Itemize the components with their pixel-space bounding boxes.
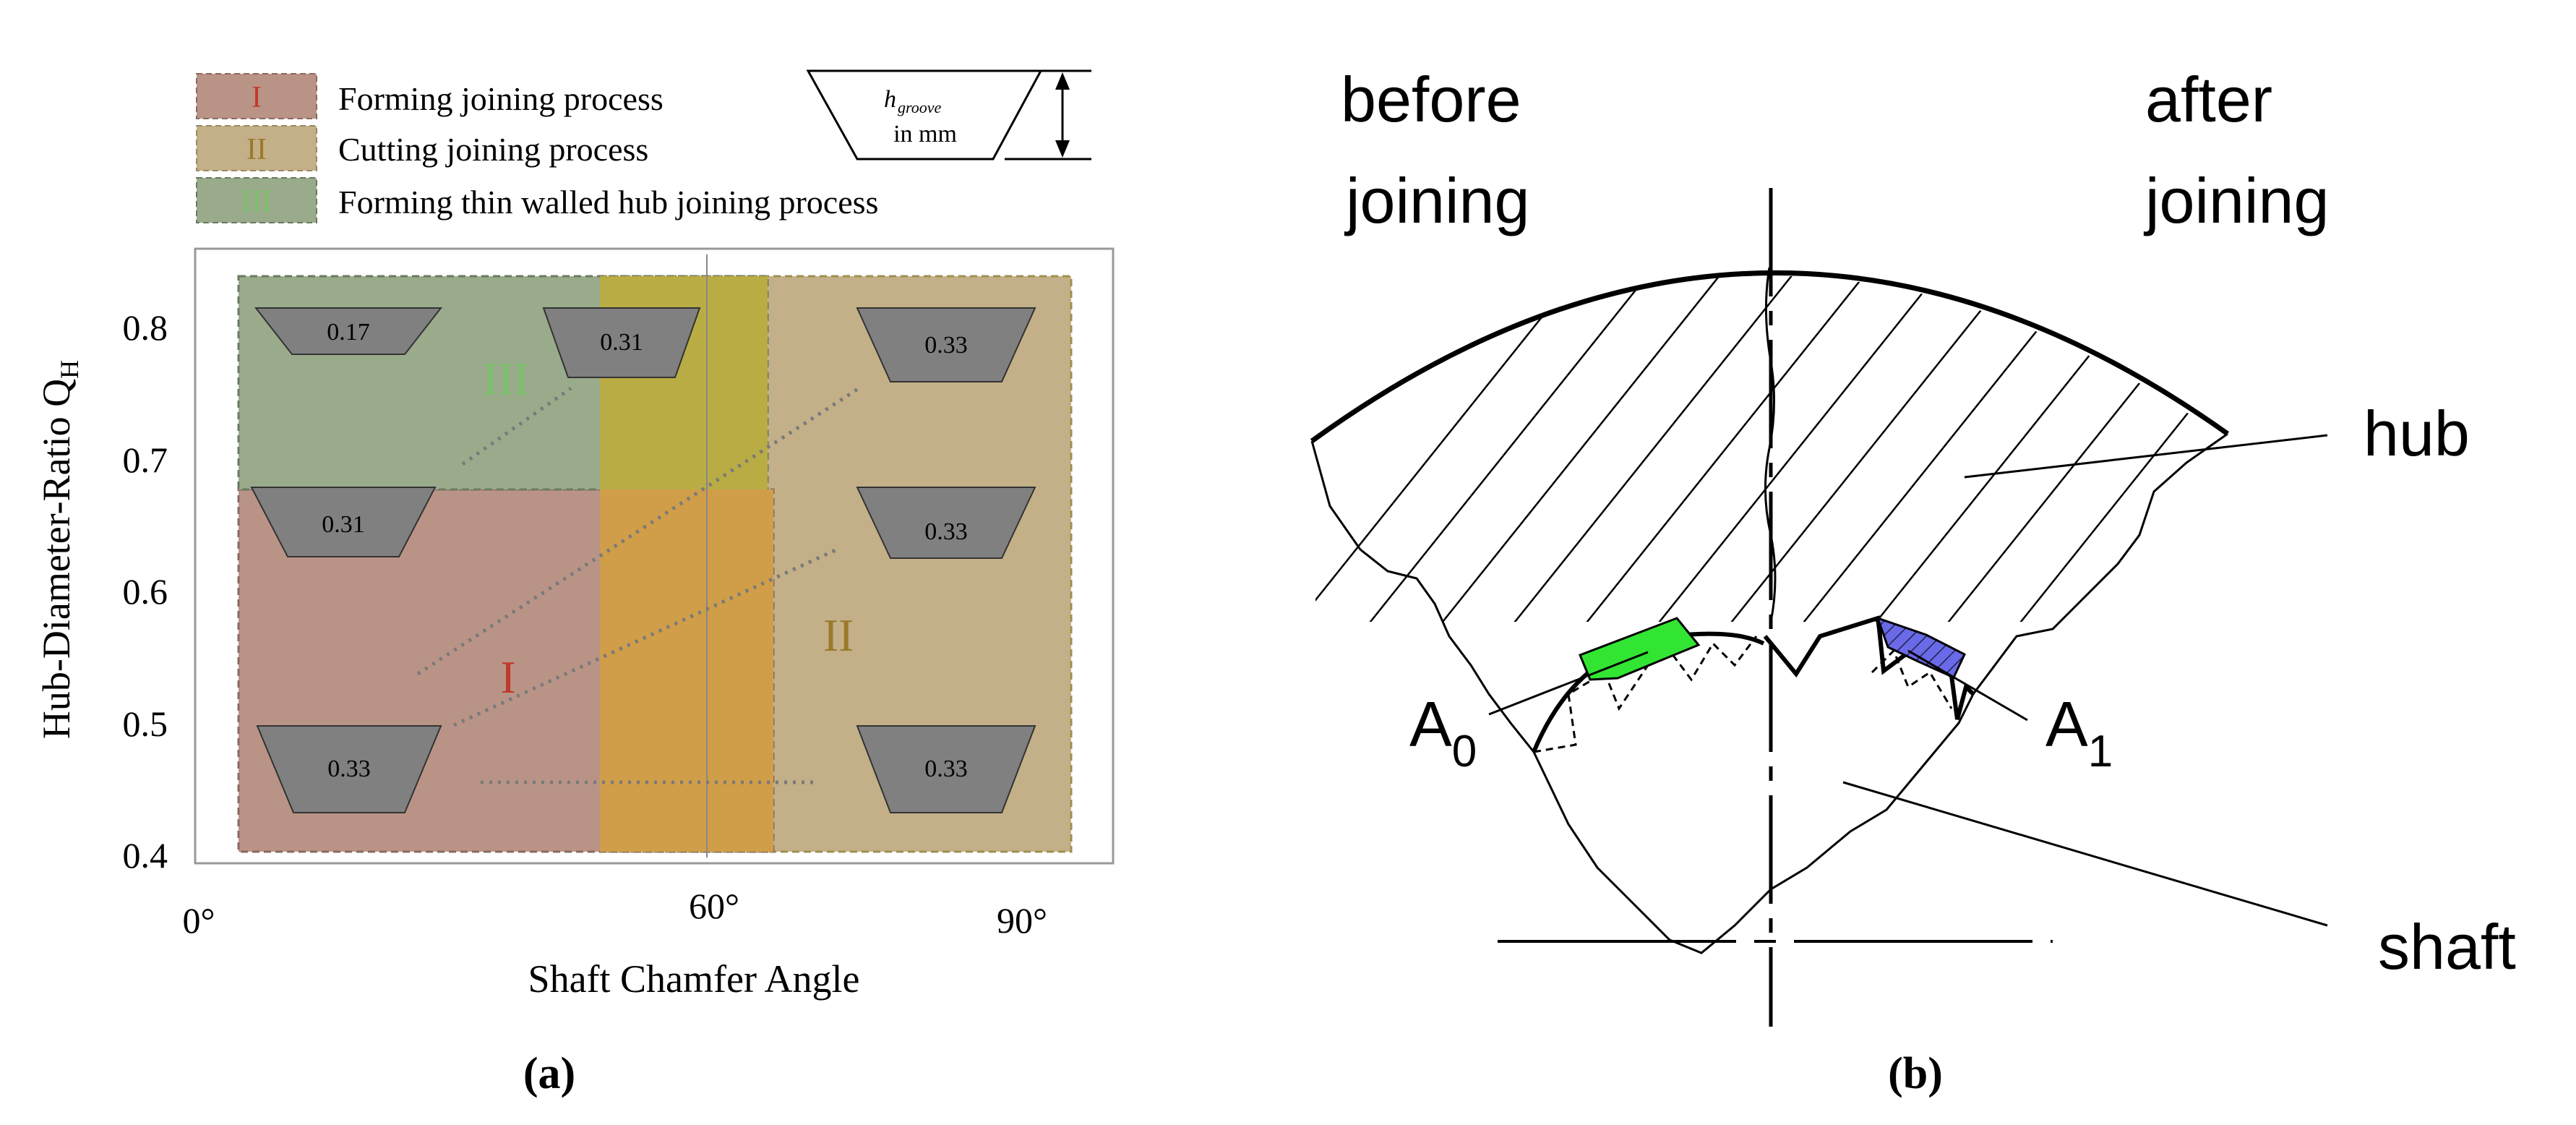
- label-shaft: shaft: [2378, 911, 2516, 983]
- leader-A1: [1907, 649, 2028, 722]
- leader-shaft: [1842, 781, 2328, 927]
- groove-marker: 0.17: [254, 307, 443, 355]
- leader-hub: [1964, 434, 2328, 479]
- label-A1-main: A: [2045, 688, 2088, 760]
- label-A0: A0: [1409, 688, 1477, 777]
- groove-value: 0.33: [924, 332, 968, 359]
- trend-lines: [416, 385, 862, 784]
- x-ticks: 0° 60° 90°: [183, 886, 1048, 941]
- label-A1: A1: [2045, 688, 2113, 777]
- label-after-2: joining: [2143, 165, 2329, 236]
- label-A0-main: A: [1409, 688, 1452, 760]
- shaft-break: [1532, 693, 1975, 954]
- groove-marker: 0.33: [856, 487, 1036, 559]
- legend-label-I: Forming joining process: [338, 80, 664, 117]
- label-hub: hub: [2364, 398, 2470, 469]
- groove-marker: 0.33: [856, 307, 1036, 382]
- groove-value: 0.17: [327, 319, 370, 346]
- region-label-III: III: [483, 353, 529, 404]
- legend-swatch-I: [196, 73, 317, 119]
- legend-roman-II: II: [246, 133, 267, 166]
- legend-label-III: Forming thin walled hub joining process: [338, 184, 878, 221]
- label-A1-sub: 1: [2088, 727, 2113, 777]
- region-label-II: II: [823, 609, 854, 661]
- legend-swatch-III: [196, 177, 317, 223]
- groove-marker: 0.31: [542, 307, 701, 378]
- legend-roman-I: I: [252, 81, 262, 114]
- x-tick-label: 90°: [997, 900, 1047, 941]
- label-A0-sub: 0: [1452, 727, 1477, 777]
- groove-value: 0.31: [322, 511, 365, 538]
- panel-a: I Forming joining process II Cutting joi…: [35, 69, 1115, 1098]
- label-before-1: before: [1341, 64, 1521, 135]
- groove-marker: 0.33: [856, 725, 1036, 813]
- A1-hatch: [1878, 618, 1965, 677]
- y-tick-label: 0.6: [123, 571, 168, 612]
- y-axis-title-sub: H: [55, 360, 84, 379]
- y-ticks: 0.8 0.7 0.6 0.5 0.4: [123, 307, 168, 876]
- overlap-I-II: [600, 489, 773, 852]
- y-axis-title: Hub-Diameter-Ratio QH: [35, 360, 84, 739]
- groove-marker: 0.31: [250, 487, 437, 557]
- hub-hatching: [1315, 275, 2226, 622]
- shaft-mask: [1537, 627, 1980, 1012]
- groove-value: 0.33: [327, 756, 371, 782]
- x-tick-label: 0°: [183, 900, 215, 941]
- groove-symbol-unit: in mm: [893, 121, 957, 147]
- legend-roman-III: III: [241, 185, 272, 218]
- legend-label-II: Cutting joining process: [338, 131, 648, 168]
- panel-b: before joining after joining hub shaft A…: [1310, 64, 2516, 1098]
- x-tick-label: 60°: [689, 886, 739, 926]
- caption-b: (b): [1888, 1049, 1943, 1098]
- groove-symbol-legend: h groove in mm: [806, 69, 1091, 161]
- groove-symbol-sub: groove: [898, 98, 942, 116]
- groove-marker: 0.33: [256, 725, 442, 813]
- y-tick-label: 0.7: [123, 440, 168, 480]
- groove-value: 0.33: [924, 518, 968, 545]
- groove-symbol-h: h: [884, 86, 896, 113]
- groove-value: 0.31: [600, 329, 643, 356]
- hub-break-left: [1310, 440, 1535, 753]
- y-tick-label: 0.5: [123, 703, 168, 744]
- svg-text:Hub-Diameter-Ratio QH: Hub-Diameter-Ratio QH: [35, 360, 84, 739]
- label-after-1: after: [2145, 64, 2272, 135]
- y-tick-label: 0.4: [123, 835, 168, 876]
- region-label-I: I: [500, 651, 515, 703]
- teeth-after: [1763, 615, 1975, 720]
- leader-A0: [1488, 651, 1649, 716]
- legend-swatch-II: [196, 125, 317, 171]
- x-axis-title: Shaft Chamfer Angle: [528, 957, 860, 1001]
- groove-markers: 0.17 0.31 0.33 0.31 0.33 0.33: [250, 307, 1036, 813]
- hub-break-right: [1972, 432, 2228, 695]
- legend: I Forming joining process II Cutting joi…: [196, 69, 1091, 223]
- groove-value: 0.33: [924, 756, 968, 782]
- caption-a: (a): [523, 1049, 575, 1098]
- label-before-2: joining: [1344, 165, 1529, 236]
- y-axis-title-main: Hub-Diameter-Ratio Q: [35, 379, 78, 739]
- y-tick-label: 0.8: [123, 307, 168, 348]
